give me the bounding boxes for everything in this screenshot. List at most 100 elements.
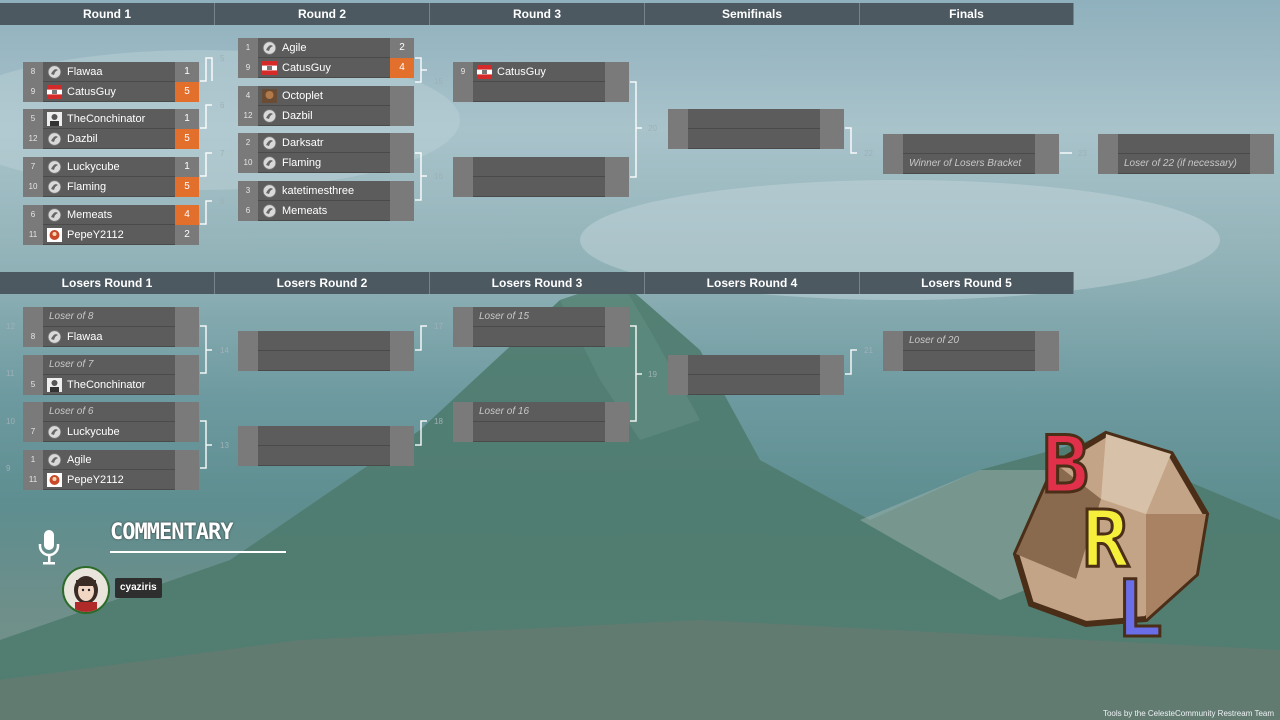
player-slot[interactable] xyxy=(238,351,414,371)
match-number: 5 xyxy=(220,54,225,63)
player-seed: 7 xyxy=(23,422,43,442)
player-seed xyxy=(668,355,688,375)
player-seed xyxy=(668,375,688,395)
player-seed: 1 xyxy=(238,38,258,58)
player-slot[interactable]: Loser of 8 xyxy=(23,307,199,327)
player-score xyxy=(390,426,414,446)
player-name: Flawaa xyxy=(67,331,103,343)
player-seed xyxy=(883,351,903,371)
player-slot[interactable] xyxy=(453,82,629,102)
match-card[interactable] xyxy=(668,355,844,395)
match-card[interactable] xyxy=(453,157,629,197)
player-slot[interactable] xyxy=(238,426,414,446)
celeste-icon xyxy=(262,136,277,150)
player-slot[interactable] xyxy=(453,422,629,442)
match-card[interactable]: Winner of Losers Bracket xyxy=(883,134,1059,174)
match-number: 20 xyxy=(648,124,657,133)
player-slot[interactable]: Winner of Losers Bracket xyxy=(883,154,1059,174)
match-card[interactable]: Loser of 22 (if necessary) xyxy=(1098,134,1274,174)
player-slot[interactable]: 1 Agile xyxy=(23,450,199,470)
player-slot[interactable]: Loser of 16 xyxy=(453,402,629,422)
player-seed xyxy=(668,109,688,129)
match-card[interactable]: Loser of 16 xyxy=(453,402,629,442)
player-seed xyxy=(453,82,473,102)
player-score xyxy=(390,181,414,201)
player-score xyxy=(1035,154,1059,174)
match-number: 15 xyxy=(434,77,443,86)
player-seed xyxy=(668,129,688,149)
player-score xyxy=(175,422,199,442)
player-name: Loser of 7 xyxy=(49,359,94,370)
player-slot[interactable] xyxy=(238,446,414,466)
player-slot[interactable] xyxy=(883,134,1059,154)
player-name: Dazbil xyxy=(282,110,313,122)
player-slot[interactable]: Loser of 20 xyxy=(883,331,1059,351)
match-number: 22 xyxy=(864,149,873,158)
player-slot[interactable] xyxy=(238,331,414,351)
commentary-title: COMMENTARY xyxy=(110,520,233,545)
match-card[interactable] xyxy=(668,109,844,149)
player-slot[interactable] xyxy=(453,177,629,197)
player-seed: 6 xyxy=(23,205,43,225)
match-card[interactable] xyxy=(238,426,414,466)
player-score xyxy=(820,375,844,395)
player-slot[interactable] xyxy=(453,157,629,177)
player-seed xyxy=(883,331,903,351)
player-score xyxy=(605,157,629,177)
player-score xyxy=(1035,351,1059,371)
player-slot[interactable]: Loser of 7 xyxy=(23,355,199,375)
player-slot[interactable] xyxy=(668,109,844,129)
player-slot[interactable]: Loser of 15 xyxy=(453,307,629,327)
player-slot[interactable] xyxy=(668,355,844,375)
player-slot[interactable]: Loser of 6 xyxy=(23,402,199,422)
match-card[interactable] xyxy=(238,331,414,371)
player-slot[interactable] xyxy=(883,351,1059,371)
match-card[interactable]: Loser of 20 xyxy=(883,331,1059,371)
player-slot[interactable] xyxy=(668,129,844,149)
match-card[interactable]: Loser of 15 xyxy=(453,307,629,347)
player-name: Agile xyxy=(67,454,92,466)
player-slot[interactable] xyxy=(1098,134,1274,154)
player-slot[interactable]: Loser of 22 (if necessary) xyxy=(1098,154,1274,174)
player-name: CatusGuy xyxy=(497,66,546,78)
player-seed: 1 xyxy=(23,450,43,470)
player-score: 1 xyxy=(175,62,199,82)
celeste-icon xyxy=(47,208,62,222)
player-slot[interactable] xyxy=(453,327,629,347)
player-slot[interactable] xyxy=(668,375,844,395)
